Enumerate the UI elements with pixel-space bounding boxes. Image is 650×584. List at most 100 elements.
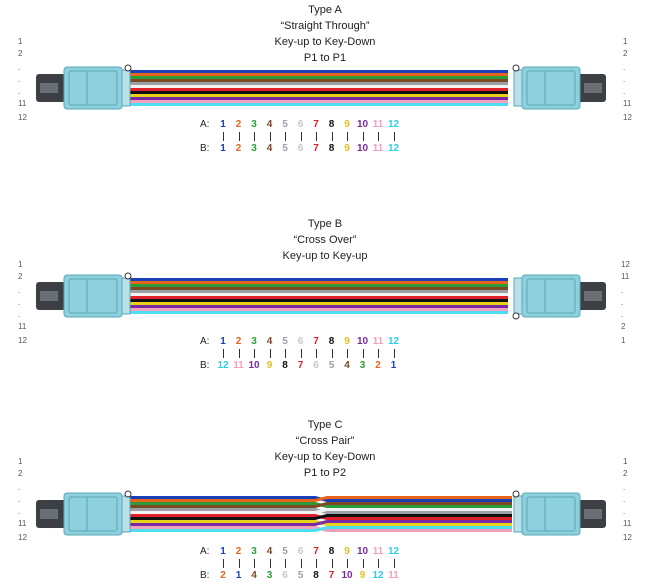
map-connector-line — [254, 349, 255, 358]
map-connector-line — [331, 349, 333, 358]
pin-label: . — [623, 87, 626, 96]
map-b-fiber-3: 4 — [251, 570, 257, 581]
title-block-a: Type A “Straight Through” Key-up to Key-… — [0, 2, 650, 66]
map-b-fiber-2: 2 — [235, 143, 242, 154]
map-b-fiber-8: 5 — [328, 360, 335, 371]
map-a-fiber-8: 8 — [328, 336, 335, 347]
right-connector — [512, 64, 606, 110]
map-b-fiber-12: 1 — [390, 360, 397, 371]
map-a-fiber-11: 11 — [372, 546, 384, 557]
pin-label: 12 — [621, 260, 630, 269]
map-a-fiber-5: 5 — [282, 546, 288, 557]
map-connector-line — [393, 132, 395, 141]
type-a-keying: Key-up to Key-Down — [274, 36, 376, 48]
map-b-fiber-11: 12 — [372, 570, 384, 581]
map-connector-line — [347, 559, 348, 568]
boot-slot — [40, 83, 58, 93]
map-connector-line — [223, 559, 224, 568]
map-a-fiber-5: 5 — [282, 119, 288, 130]
type-a-subtitle: “Straight Through” — [280, 20, 370, 32]
pin-label: . — [18, 507, 21, 516]
pin-label: . — [18, 298, 21, 307]
pin-label: 2 — [621, 322, 626, 331]
map-b-fiber-12: 11 — [388, 570, 399, 581]
map-connector-line — [362, 559, 364, 568]
key-dot — [124, 272, 132, 280]
ferrule — [121, 495, 131, 533]
map-connector-line — [285, 132, 286, 141]
type-b-subtitle: “Cross Over” — [293, 234, 357, 246]
map-b-fiber-4: 9 — [266, 360, 273, 371]
map-connector-line — [254, 132, 255, 141]
map-a-fiber-6: 6 — [297, 546, 304, 557]
pin-label: 11 — [18, 99, 27, 108]
map-b-fiber-1: 2 — [220, 570, 226, 581]
pin-label: . — [623, 75, 626, 84]
pin-label: 2 — [18, 49, 23, 58]
fiber-4 — [130, 502, 512, 508]
pin-label: . — [18, 483, 21, 492]
type-c-polarity: P1 to P2 — [303, 467, 347, 479]
map-a-fiber-3: 3 — [251, 546, 257, 557]
pin-label: . — [623, 63, 626, 72]
map-b-fiber-7: 7 — [313, 143, 319, 154]
map-b-fiber-4: 3 — [266, 570, 273, 581]
map-a-fiber-3: 3 — [251, 119, 257, 130]
pin-label: . — [621, 286, 624, 295]
map-b-fiber-6: 5 — [297, 570, 304, 581]
map-connector-line — [331, 132, 333, 141]
type-c-title: Type C — [307, 419, 343, 431]
pin-label: . — [623, 495, 626, 504]
map-b-fiber-2: 1 — [235, 570, 242, 581]
pin-label: 1 — [621, 336, 626, 345]
map-connector-line — [269, 349, 271, 358]
map-b-fiber-6: 6 — [297, 143, 304, 154]
map-a-fiber-10: 10 — [356, 546, 369, 557]
key-dot — [124, 64, 132, 72]
map-a-fiber-10: 10 — [356, 336, 369, 347]
map-connector-line — [285, 349, 286, 358]
map-connector-line — [269, 132, 271, 141]
ferrule — [513, 495, 523, 533]
pin-label: 2 — [18, 469, 23, 478]
map-connector-line — [223, 132, 224, 141]
map-label-b: B: — [200, 143, 210, 154]
left-connector — [36, 272, 132, 318]
pin-label: 11 — [18, 519, 27, 528]
map-connector-line — [362, 132, 364, 141]
connector-housing — [63, 66, 123, 110]
map-a-fiber-7: 7 — [313, 119, 319, 130]
map-b-fiber-1: 1 — [220, 143, 226, 154]
map-b-fiber-1: 12 — [217, 360, 229, 371]
ferrule — [121, 69, 131, 107]
title-block-b: Type B “Cross Over” Key-up to Key-up — [0, 216, 650, 264]
fiber-10 — [130, 520, 512, 526]
map-a-fiber-4: 4 — [266, 546, 273, 557]
pin-label: . — [18, 75, 21, 84]
connector-inner — [68, 278, 118, 314]
type-b-keying: Key-up to Key-up — [282, 250, 368, 262]
connector-inner — [526, 70, 576, 106]
connector-housing — [521, 492, 581, 536]
connector-inner — [68, 496, 118, 532]
pin-label: 2 — [623, 49, 628, 58]
pin-label: . — [621, 298, 624, 307]
pin-label: 1 — [18, 37, 23, 46]
connector-inner — [526, 278, 576, 314]
map-connector-line — [300, 132, 302, 141]
type-c-keying: Key-up to Key-Down — [274, 451, 376, 463]
map-connector-line — [331, 559, 333, 568]
map-connector-line — [378, 132, 379, 141]
map-b-fiber-6: 7 — [297, 360, 304, 371]
map-connector-line — [238, 559, 240, 568]
right-connector — [512, 274, 606, 320]
type-a-title: Type A — [308, 4, 342, 16]
map-label-b: B: — [200, 360, 210, 371]
map-a-fiber-2: 2 — [235, 119, 242, 130]
map-label-a: A: — [200, 119, 210, 130]
boot-slot — [584, 291, 602, 301]
cable-diagram-c — [36, 490, 606, 536]
map-a-fiber-7: 7 — [313, 546, 319, 557]
pin-label: 1 — [18, 260, 23, 269]
